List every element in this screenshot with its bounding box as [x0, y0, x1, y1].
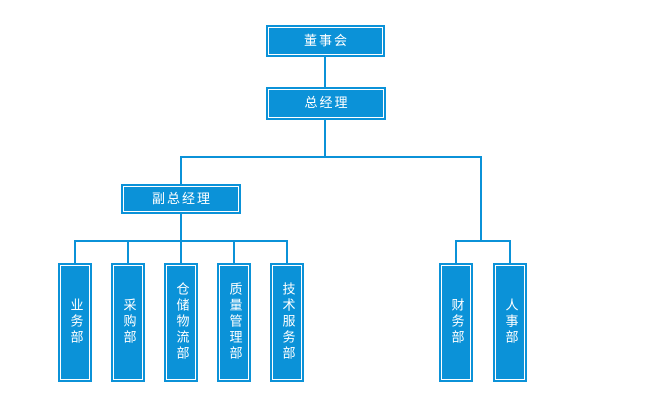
- connector-gm-branch-horizontal: [180, 156, 482, 158]
- node-general-manager: 总经理: [266, 87, 386, 120]
- node-business-dept-label: 业务部: [67, 297, 83, 346]
- connector-drop-quality: [233, 240, 235, 263]
- connector-drop-business: [74, 240, 76, 263]
- connector-drop-warehouse: [180, 240, 182, 263]
- node-hr-dept-label: 人事部: [502, 297, 518, 346]
- node-hr-dept: 人事部: [493, 263, 527, 382]
- connector-drop-purchasing: [127, 240, 129, 263]
- connector-right-branch-down: [480, 156, 482, 242]
- connector-to-dgm: [180, 156, 182, 184]
- node-purchasing-dept-label: 采购部: [120, 297, 136, 346]
- connector-drop-finance: [455, 240, 457, 263]
- connector-drop-technical: [286, 240, 288, 263]
- node-warehouse-logistics-dept-label: 仓储物流部: [173, 281, 189, 362]
- node-purchasing-dept: 采购部: [111, 263, 145, 382]
- node-board-of-directors: 董事会: [266, 25, 385, 57]
- connector-dgm-down: [180, 213, 182, 241]
- node-technical-service-dept: 技术服务部: [270, 263, 304, 382]
- node-technical-service-dept-label: 技术服务部: [279, 281, 295, 362]
- node-deputy-general-manager: 副总经理: [121, 184, 241, 214]
- node-warehouse-logistics-dept: 仓储物流部: [164, 263, 198, 382]
- node-business-dept: 业务部: [58, 263, 92, 382]
- node-finance-dept: 财务部: [439, 263, 473, 382]
- connector-board-to-gm: [324, 57, 326, 87]
- connector-gm-down: [324, 120, 326, 157]
- connector-right-horizontal: [455, 240, 511, 242]
- node-quality-management-dept-label: 质量管理部: [226, 281, 242, 362]
- node-quality-management-dept: 质量管理部: [217, 263, 251, 382]
- node-finance-dept-label: 财务部: [448, 297, 464, 346]
- connector-drop-hr: [509, 240, 511, 263]
